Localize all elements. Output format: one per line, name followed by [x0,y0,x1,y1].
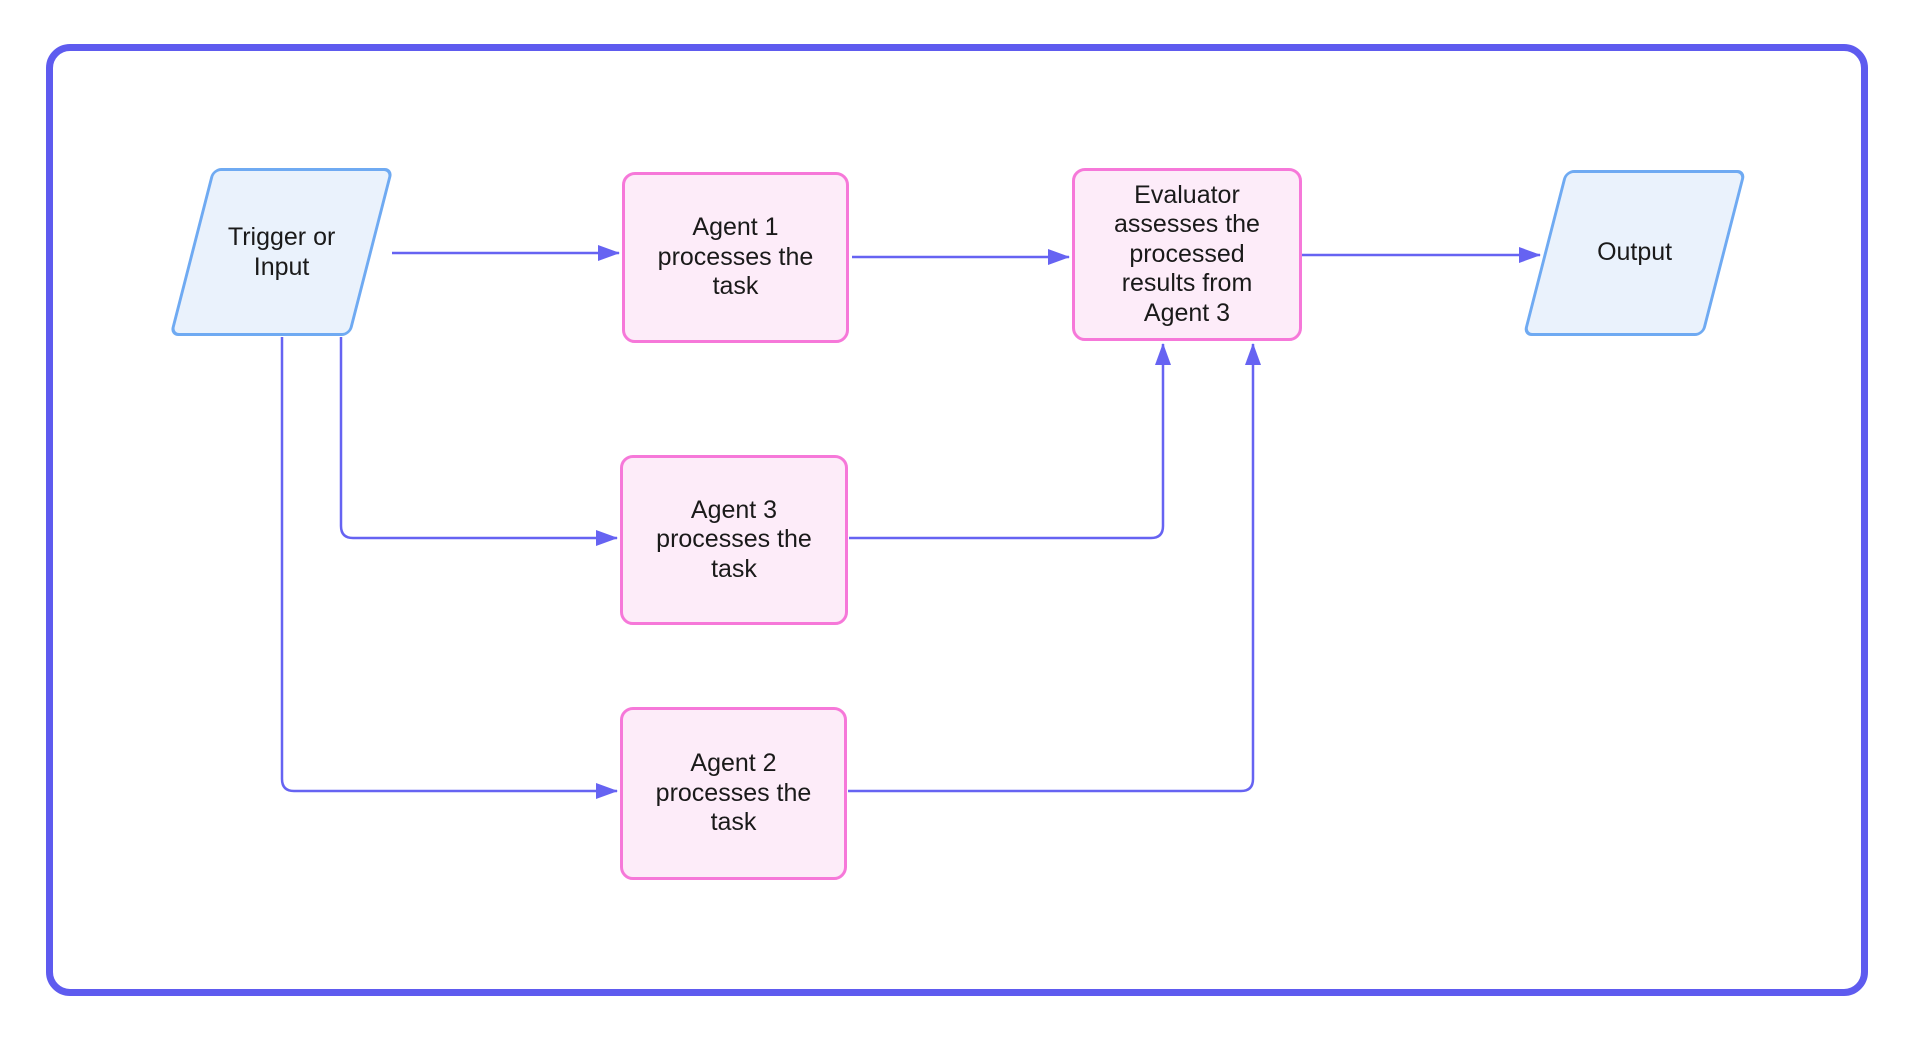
node-agent3: Agent 3 processes the task [620,455,848,625]
node-agent2: Agent 2 processes the task [620,707,847,880]
node-evaluator-label: Evaluator assesses the processed results… [1114,180,1260,327]
node-output-label: Output [1596,238,1673,267]
diagram-frame [46,44,1868,996]
node-trigger-input-label: Trigger or Input [227,222,336,281]
node-agent3-label: Agent 3 processes the task [656,495,812,583]
node-agent2-label: Agent 2 processes the task [655,749,812,837]
node-agent1-label: Agent 1 processes the task [657,213,814,301]
node-evaluator: Evaluator assesses the processed results… [1072,168,1302,341]
node-agent1: Agent 1 processes the task [622,172,849,343]
